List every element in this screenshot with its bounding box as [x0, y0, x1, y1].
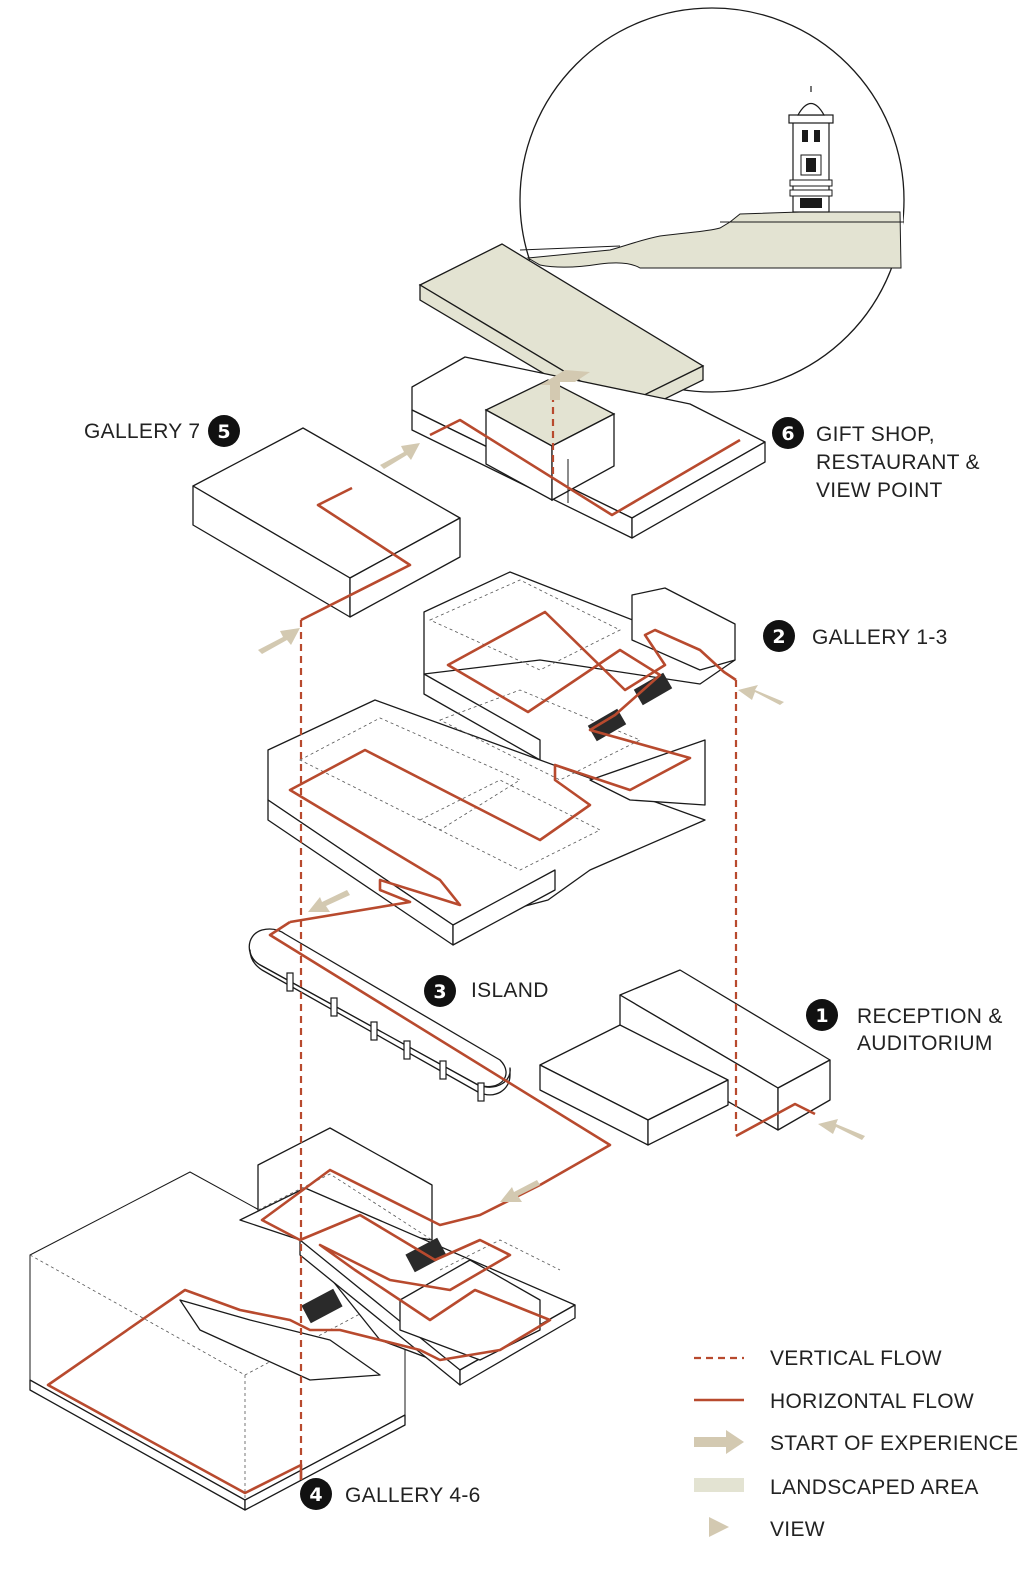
label-reception-2: AUDITORIUM — [857, 1032, 993, 1055]
view-arrow-icon — [709, 1517, 729, 1537]
stairs-icon — [587, 708, 627, 742]
legend-horizontal-flow: HORIZONTAL FLOW — [694, 1390, 974, 1413]
svg-text:5: 5 — [217, 421, 230, 443]
island-platform — [248, 928, 511, 1102]
badge-5: 5 — [208, 415, 240, 447]
label-gift-shop-1: GIFT SHOP, — [816, 423, 935, 446]
svg-text:4: 4 — [309, 1484, 322, 1506]
start-arrow-icon — [818, 1119, 865, 1140]
svg-text:VIEW: VIEW — [770, 1518, 825, 1541]
view-point-vignette — [470, 7, 905, 393]
badge-3: 3 — [424, 975, 456, 1007]
label-reception-1: RECEPTION & — [857, 1005, 1003, 1028]
label-island: ISLAND — [471, 979, 549, 1002]
stairs-icon — [301, 1288, 343, 1324]
svg-text:LANDSCAPED AREA: LANDSCAPED AREA — [770, 1476, 979, 1499]
start-arrow-icon — [738, 685, 784, 705]
start-arrow-icon — [258, 628, 300, 654]
label-gallery-1-3: GALLERY 1-3 — [812, 626, 948, 649]
badge-2: 2 — [763, 620, 795, 652]
svg-text:1: 1 — [815, 1005, 828, 1027]
legend-landscaped-area: LANDSCAPED AREA — [694, 1476, 979, 1499]
svg-text:HORIZONTAL FLOW: HORIZONTAL FLOW — [770, 1390, 974, 1413]
svg-text:3: 3 — [433, 981, 446, 1003]
headland-shape — [526, 211, 902, 269]
stairs-icon — [633, 672, 673, 706]
legend: VERTICAL FLOW HORIZONTAL FLOW START OF E… — [694, 1347, 1018, 1541]
gallery-4-6-block — [29, 1127, 576, 1511]
reception-auditorium-block — [539, 969, 831, 1146]
lighthouse-icon — [788, 86, 834, 213]
start-arrow-icon — [500, 1180, 540, 1202]
legend-start-of-experience: START OF EXPERIENCE — [694, 1430, 1018, 1455]
legend-view: VIEW — [709, 1517, 825, 1541]
label-gift-shop-3: VIEW POINT — [816, 479, 943, 502]
legend-vertical-flow: VERTICAL FLOW — [694, 1347, 942, 1370]
start-arrow-icon — [694, 1430, 744, 1454]
label-gift-shop-2: RESTAURANT & — [816, 451, 980, 474]
svg-text:VERTICAL FLOW: VERTICAL FLOW — [770, 1347, 942, 1370]
start-arrow-icon — [540, 370, 590, 400]
start-arrow-icon — [380, 443, 420, 469]
label-gallery-4-6: GALLERY 4-6 — [345, 1484, 481, 1507]
svg-text:2: 2 — [772, 626, 785, 648]
svg-text:START OF EXPERIENCE: START OF EXPERIENCE — [770, 1432, 1018, 1455]
horizontal-flow-paths — [46, 418, 816, 1495]
vertical-flow-paths — [299, 395, 738, 1480]
badge-4: 4 — [300, 1478, 332, 1510]
gallery-1-3-block — [267, 571, 736, 946]
island-columns — [286, 972, 485, 1102]
label-gallery-7: GALLERY 7 — [84, 420, 200, 443]
gallery-7-block — [192, 427, 461, 618]
labels: GALLERY 7 5 6 GIFT SHOP, RESTAURANT & VI… — [84, 415, 1003, 1510]
badge-6: 6 — [772, 417, 804, 449]
badge-1: 1 — [806, 999, 838, 1031]
start-arrows — [258, 370, 865, 1202]
start-arrow-icon — [308, 890, 350, 912]
svg-text:6: 6 — [781, 423, 794, 445]
